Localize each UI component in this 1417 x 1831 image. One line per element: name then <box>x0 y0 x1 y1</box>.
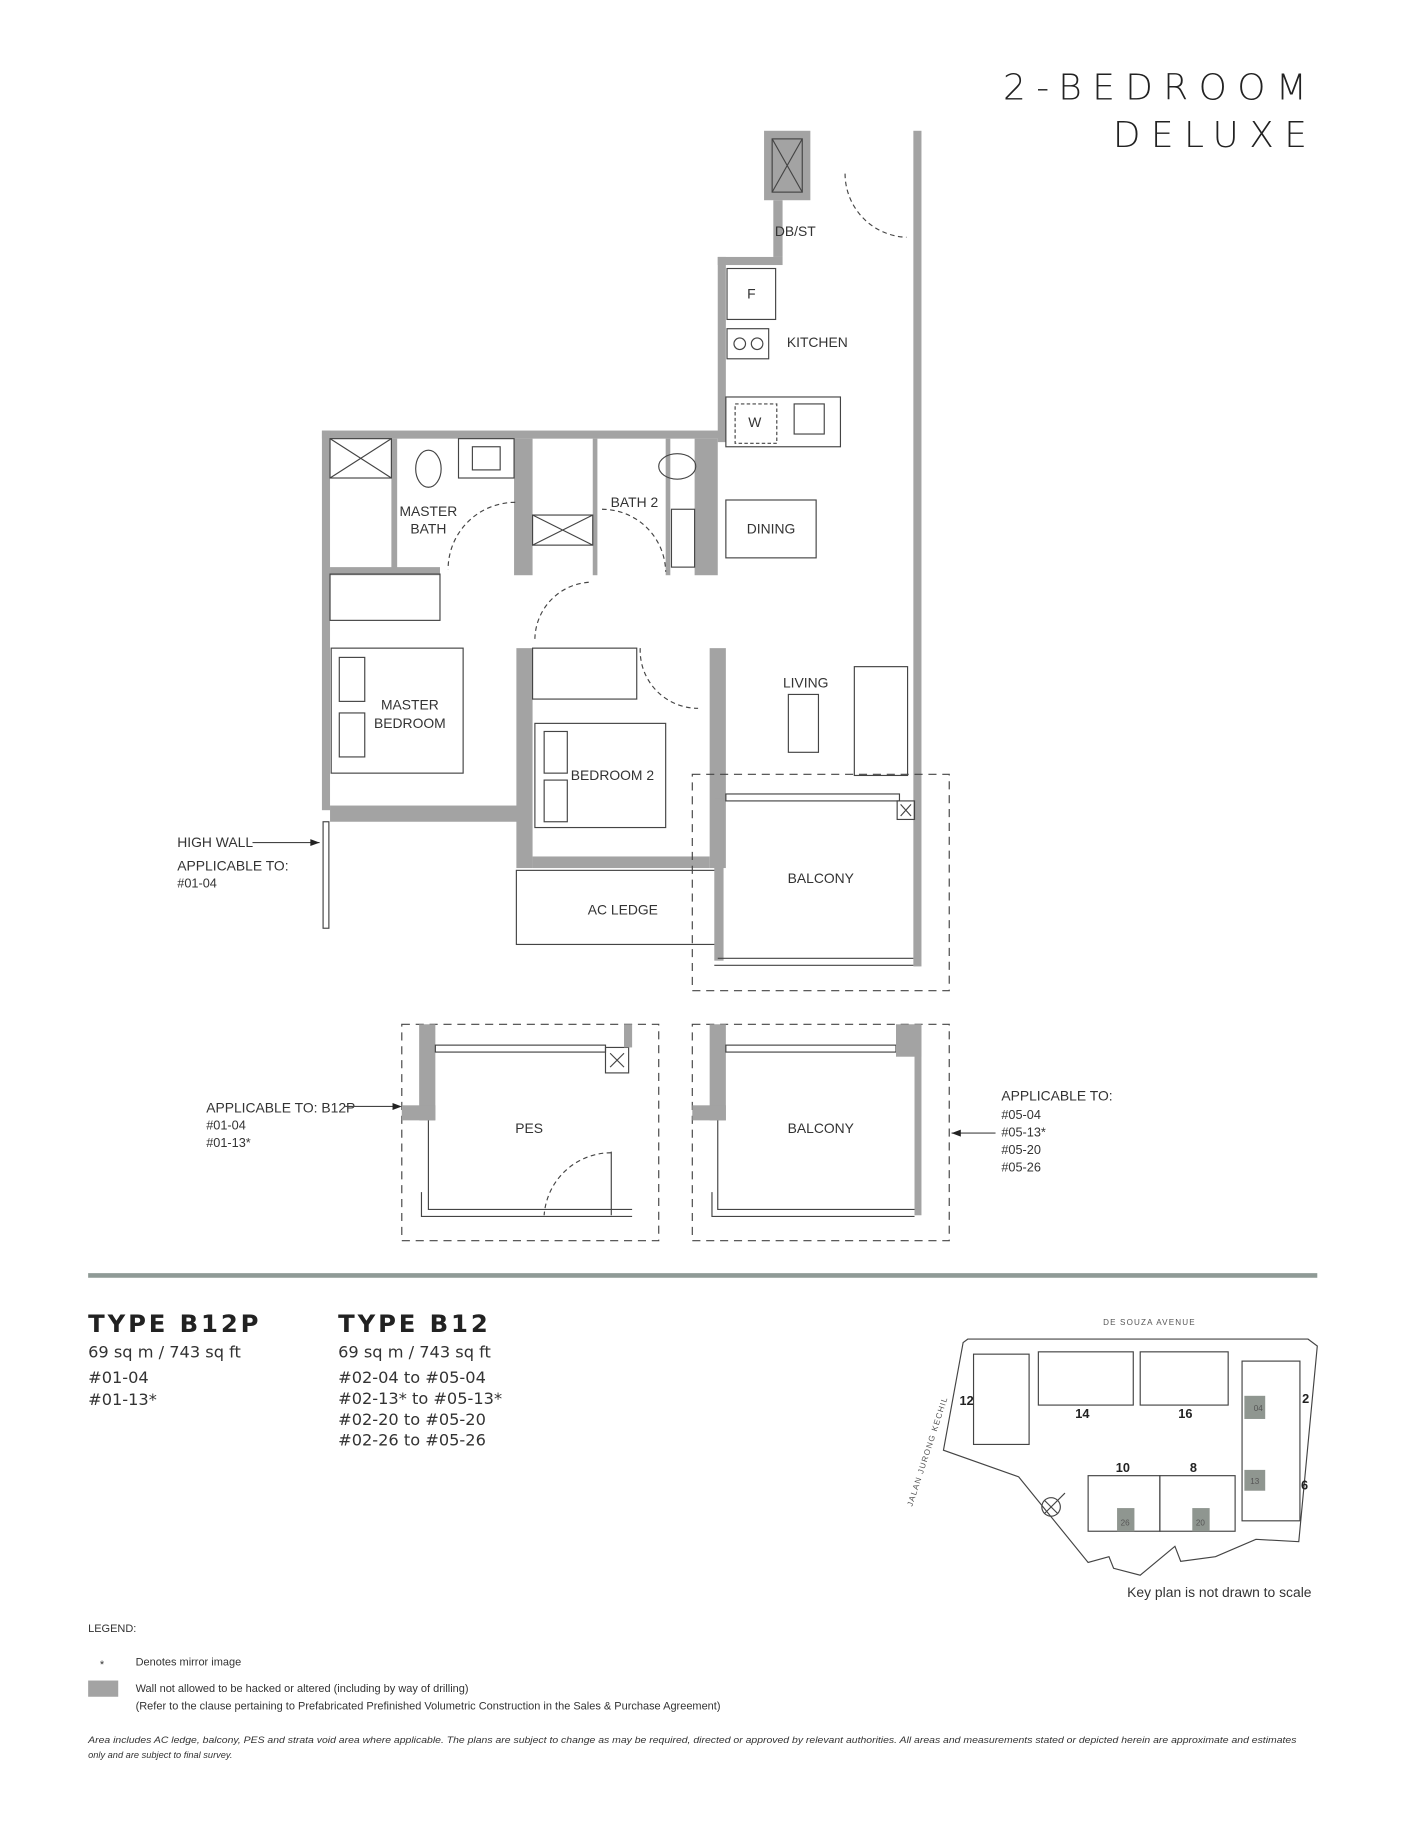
key-plan-caption: Key plan is not drawn to scale <box>1127 1584 1312 1600</box>
note-pes-unit-1: #01-04 <box>206 1118 246 1133</box>
legend-item-wall-note: (Refer to the clause pertaining to Prefa… <box>136 1700 721 1712</box>
road-de-souza: DE SOUZA AVENUE <box>1103 1318 1196 1327</box>
block-6: 6 <box>1301 1478 1308 1493</box>
key-unit-26 <box>1117 1508 1135 1532</box>
balcony-alt-plan: BALCONY APPLICABLE TO: #05-04 #05-13* #0… <box>691 1023 1113 1242</box>
north-arrow-icon <box>1041 1492 1066 1517</box>
note-balcony-unit-1: #05-04 <box>1001 1107 1041 1122</box>
section-divider <box>88 1273 1318 1278</box>
type-unit: #01-13* <box>88 1390 157 1409</box>
label-bedroom2: BEDROOM 2 <box>571 767 655 783</box>
note-balcony-unit-3: #05-20 <box>1001 1142 1041 1157</box>
type-name: TYPE B12 <box>338 1309 491 1338</box>
label-balcony: BALCONY <box>788 870 854 886</box>
label-pes: PES <box>515 1120 543 1136</box>
title-line2: DELUXE <box>1113 115 1317 156</box>
road-jalan-jurong-kechil: JALAN JURONG KECHIL <box>906 1395 950 1507</box>
type-b12: TYPE B12 69 sq m / 743 sq ft #02-04 to #… <box>338 1309 502 1449</box>
disclaimer-line1: Area includes AC ledge, balcony, PES and… <box>87 1735 1297 1745</box>
label-bath2: BATH 2 <box>611 494 659 510</box>
label-washer: W <box>748 414 762 430</box>
key-unit-20 <box>1192 1508 1210 1532</box>
block-8: 8 <box>1190 1460 1197 1475</box>
type-name: TYPE B12P <box>88 1309 261 1338</box>
main-floor-plan: KITCHEN DB/ST F W MASTER BATH BATH 2 DIN… <box>177 130 950 992</box>
label-ac-ledge: AC LEDGE <box>588 901 658 917</box>
type-area: 69 sq m / 743 sq ft <box>88 1343 241 1362</box>
key-unit-13 <box>1244 1469 1266 1491</box>
label-dining: DINING <box>747 521 796 537</box>
block-12: 12 <box>960 1393 974 1408</box>
legend-item-mirror: Denotes mirror image <box>136 1656 242 1668</box>
note-balcony-unit-4: #05-26 <box>1001 1159 1041 1174</box>
note-pes-applicable: APPLICABLE TO: B12P <box>206 1099 355 1115</box>
label-master-bath-1: MASTER <box>399 503 457 519</box>
label-balcony-alt: BALCONY <box>788 1120 854 1136</box>
type-unit: #02-26 to #05-26 <box>338 1431 486 1450</box>
disclaimer-line2: only and are subject to final survey. <box>88 1750 232 1760</box>
type-unit: #02-20 to #05-20 <box>338 1410 486 1429</box>
key-label-04: 04 <box>1254 1404 1264 1413</box>
label-master-bedroom-1: MASTER <box>381 696 439 712</box>
key-label-13: 13 <box>1250 1477 1260 1486</box>
note-high-wall-unit: #01-04 <box>177 876 217 891</box>
block-16: 16 <box>1178 1406 1192 1421</box>
type-unit: #02-04 to #05-04 <box>338 1368 486 1387</box>
label-dbst: DB/ST <box>775 223 816 239</box>
legend: LEGEND: * Denotes mirror image Wall not … <box>88 1623 721 1712</box>
block-2: 2 <box>1302 1391 1309 1406</box>
label-living: LIVING <box>783 674 829 690</box>
type-b12p: TYPE B12P 69 sq m / 743 sq ft #01-04 #01… <box>88 1309 261 1409</box>
block-14: 14 <box>1075 1406 1089 1421</box>
note-pes-unit-2: #01-13* <box>206 1135 251 1150</box>
note-balcony-applicable: APPLICABLE TO: <box>1001 1088 1112 1104</box>
note-high-wall-applicable: APPLICABLE TO: <box>177 857 288 873</box>
key-label-20: 20 <box>1196 1518 1206 1527</box>
label-master-bath-2: BATH <box>410 521 446 537</box>
legend-title: LEGEND: <box>88 1623 136 1635</box>
key-plan: DE SOUZA AVENUE JALAN JURONG KECHIL 04 1… <box>906 1318 1318 1600</box>
type-area: 69 sq m / 743 sq ft <box>338 1343 491 1362</box>
key-label-26: 26 <box>1121 1518 1131 1527</box>
type-unit: #01-04 <box>88 1368 149 1387</box>
asterisk-icon: * <box>100 1659 105 1671</box>
label-fridge: F <box>747 286 755 302</box>
pes-plan: PES APPLICABLE TO: B12P #01-04 #01-13* <box>206 1023 660 1242</box>
label-kitchen: KITCHEN <box>787 334 848 350</box>
type-unit: #02-13* to #05-13* <box>338 1389 502 1408</box>
label-master-bedroom-2: BEDROOM <box>374 715 446 731</box>
note-high-wall: HIGH WALL <box>177 834 253 850</box>
note-balcony-unit-2: #05-13* <box>1001 1125 1046 1140</box>
title-line1: 2-BEDROOM <box>1003 68 1317 109</box>
key-unit-04 <box>1244 1395 1266 1419</box>
block-10: 10 <box>1116 1460 1130 1475</box>
legend-item-wall: Wall not allowed to be hacked or altered… <box>136 1683 469 1695</box>
gray-swatch-icon <box>88 1680 119 1697</box>
